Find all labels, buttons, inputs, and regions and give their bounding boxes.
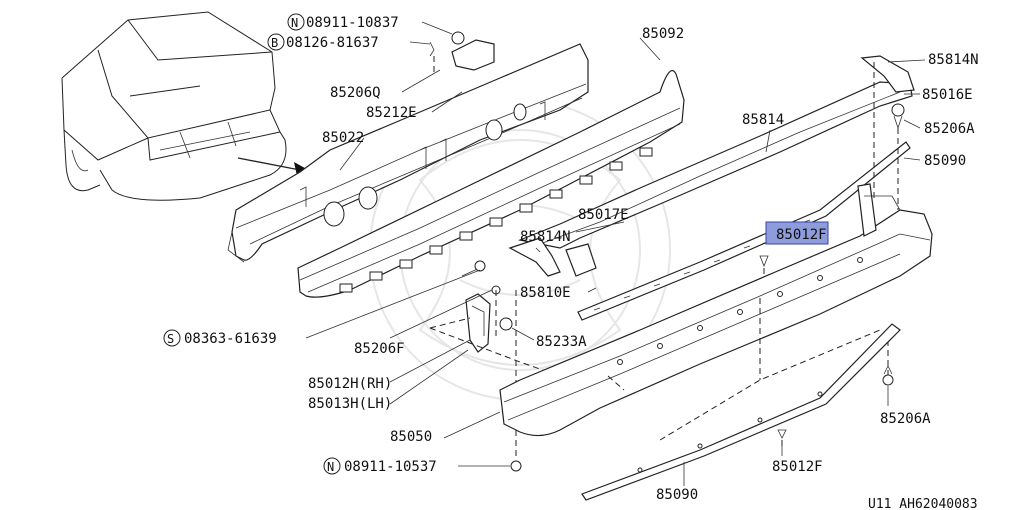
assembly-dash-lines-left bbox=[429, 290, 562, 460]
clip-85206A-bottom bbox=[882, 365, 894, 386]
label-85090-top[interactable]: 85090 bbox=[924, 153, 966, 169]
reinforcement-85022 bbox=[227, 43, 589, 263]
label-85206A-top[interactable]: 85206A bbox=[924, 121, 975, 137]
label-85814N-mid[interactable]: 85814N bbox=[520, 229, 571, 245]
bracket-85012H bbox=[465, 285, 513, 353]
label-85092[interactable]: 85092 bbox=[642, 26, 684, 42]
label-85233A[interactable]: 85233A bbox=[536, 334, 587, 350]
prefix-marker-b1: B bbox=[267, 33, 285, 51]
label-85016E[interactable]: 85016E bbox=[922, 87, 973, 103]
label-85206F[interactable]: 85206F bbox=[354, 341, 405, 357]
label-85814[interactable]: 85814 bbox=[742, 112, 784, 128]
label-85012F-bottom[interactable]: 85012F bbox=[772, 459, 823, 475]
upper-strip-85814 bbox=[508, 55, 915, 277]
label-85012F-highlighted[interactable]: 85012F bbox=[776, 227, 827, 243]
bumper-fascia-85092 bbox=[297, 70, 685, 298]
clip-85012F-bottom bbox=[777, 429, 787, 450]
label-85810E[interactable]: 85810E bbox=[520, 285, 571, 301]
prefix-marker-n2: N bbox=[323, 457, 341, 475]
footer-diagram-code: U11 AH62040083 bbox=[868, 497, 978, 510]
svg-text:N: N bbox=[327, 460, 334, 474]
label-85206Q[interactable]: 85206Q bbox=[330, 85, 381, 101]
leader-lines bbox=[305, 21, 926, 486]
assembly-dash-lines-right bbox=[607, 298, 889, 441]
label-85814N-top[interactable]: 85814N bbox=[928, 52, 979, 68]
label-08126-81637[interactable]: 08126-81637 bbox=[286, 35, 379, 51]
label-08363-61639[interactable]: 08363-61639 bbox=[184, 331, 277, 347]
label-85022[interactable]: 85022 bbox=[322, 130, 364, 146]
label-85206A-bottom[interactable]: 85206A bbox=[880, 411, 931, 427]
highlight-85012F bbox=[765, 221, 829, 245]
label-85012H[interactable]: 85012H(RH) bbox=[308, 376, 392, 392]
bumper-fascia-85050 bbox=[499, 183, 933, 437]
clip-08911-10537 bbox=[510, 460, 522, 472]
svg-text:N: N bbox=[291, 16, 298, 30]
upper-rail-85090 bbox=[577, 141, 911, 321]
prefix-marker-s1: S bbox=[163, 329, 181, 347]
bracket-85212E bbox=[429, 31, 495, 72]
label-85212E[interactable]: 85212E bbox=[366, 105, 417, 121]
label-85017E[interactable]: 85017E bbox=[578, 207, 629, 223]
lower-rail-85090 bbox=[581, 323, 901, 501]
svg-text:B: B bbox=[271, 36, 278, 50]
prefix-marker-n1: N bbox=[287, 13, 305, 31]
label-08911-10537[interactable]: 08911-10537 bbox=[344, 459, 437, 475]
car-rear-illustration bbox=[61, 11, 287, 201]
label-85090-bottom[interactable]: 85090 bbox=[656, 487, 698, 503]
label-08911-10837[interactable]: 08911-10837 bbox=[306, 15, 399, 31]
label-85050[interactable]: 85050 bbox=[390, 429, 432, 445]
clip-85206A-top bbox=[873, 62, 905, 210]
svg-text:S: S bbox=[167, 332, 174, 346]
label-85013H[interactable]: 85013H(LH) bbox=[308, 396, 392, 412]
bolt-08363-61639 bbox=[461, 260, 486, 277]
